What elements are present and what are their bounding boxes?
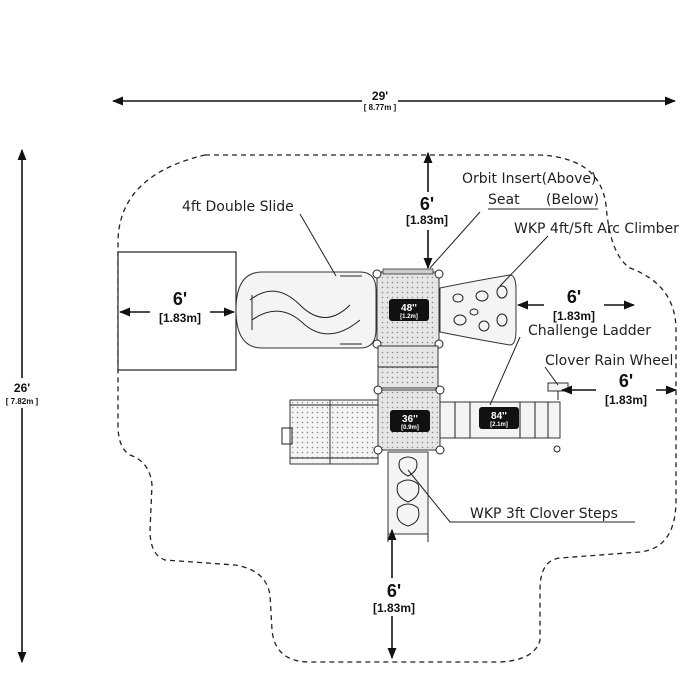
- platform-84-tag: [479, 407, 519, 429]
- label-challenge-ladder: Challenge Ladder: [528, 323, 651, 339]
- label-double-slide: 4ft Double Slide: [182, 199, 294, 215]
- right-upper-clearance-m: [1.83m]: [553, 309, 595, 323]
- platform-48-tag: [389, 299, 429, 321]
- bottom-clearance-ft: 6': [387, 581, 401, 601]
- label-orbit-line1: Orbit Insert(Above): [462, 171, 597, 187]
- top-clearance-m: [1.83m]: [406, 213, 448, 227]
- platform-48-metric: [1.2m]: [400, 314, 418, 320]
- arc-climber: [439, 274, 517, 346]
- label-rain-wheel: Clover Rain Wheel: [545, 353, 673, 369]
- label-orbit-line2a: Seat: [488, 192, 520, 208]
- bottom-clearance-m: [1.83m]: [373, 601, 415, 615]
- platform-36-tag: [390, 410, 430, 432]
- right-lower-clearance-m: [1.83m]: [605, 393, 647, 407]
- leader-challenge-ladder: [489, 336, 521, 406]
- label-clover-steps: WKP 3ft Clover Steps: [470, 506, 618, 522]
- platform-36-metric: [0.9m]: [401, 425, 419, 431]
- clover-steps: [387, 451, 429, 542]
- leader-rain-wheel: [544, 366, 559, 386]
- leader-arc-climber: [499, 235, 549, 287]
- top-clearance-ft: 6': [420, 194, 434, 214]
- leader-double-slide: [299, 213, 337, 277]
- platform-48-height: 48'': [401, 303, 417, 314]
- overall-width-ft: 29': [372, 89, 388, 103]
- clover-rain-wheel: [547, 382, 569, 400]
- label-arc-climber: WKP 4ft/5ft Arc Climber: [514, 221, 679, 237]
- platform-84-metric: [2.1m]: [490, 422, 508, 428]
- platform-36-height: 36'': [402, 414, 418, 425]
- label-orbit-line2b: (Below): [546, 192, 599, 208]
- challenge-ladder: 84'' [2.1m]: [439, 401, 561, 453]
- left-clearance-ft: 6': [173, 289, 187, 309]
- deck-48: 48'' [1.2m]: [372, 268, 444, 349]
- left-clearance-m: [1.83m]: [159, 311, 201, 325]
- walkway: [377, 345, 439, 389]
- right-upper-clearance-ft: 6': [567, 287, 581, 307]
- safety-zone-outline: [117, 154, 677, 663]
- deck-36: 36'' [0.9m]: [373, 385, 445, 455]
- leader-clover-steps: [407, 469, 635, 523]
- platform-84-height: 84'': [491, 411, 507, 422]
- overall-depth-m: [ 7.82m ]: [6, 397, 39, 406]
- double-slide: [235, 271, 377, 349]
- overall-width-m: [ 8.77m ]: [364, 103, 397, 112]
- right-lower-clearance-ft: 6': [619, 371, 633, 391]
- left-lower-panels: [281, 399, 379, 465]
- overall-depth-ft: 26': [14, 381, 30, 395]
- leader-orbit-seat: [429, 211, 481, 269]
